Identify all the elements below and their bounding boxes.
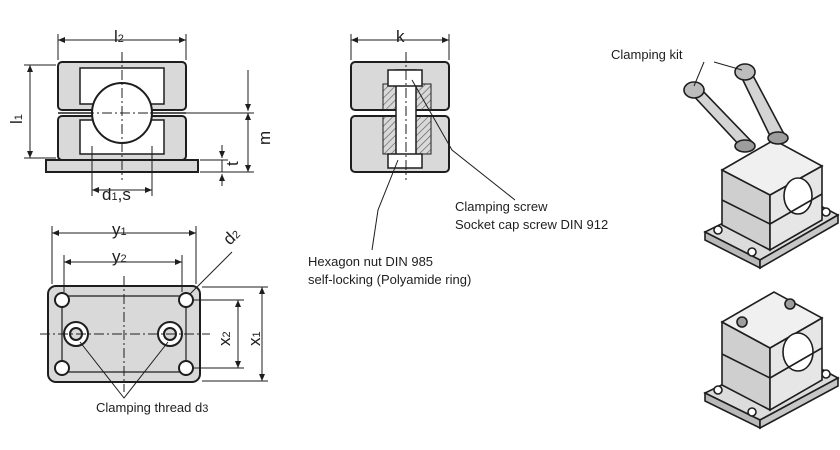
dimension-x2-sub: 2 [221, 331, 233, 338]
dimension-l2-base: l [114, 27, 118, 46]
callout-hex-nut-line1: Hexagon nut DIN 985 [308, 254, 434, 269]
callout-clamping-screw-line1: Clamping screw [455, 199, 548, 214]
dimension-d1-sub: 1 [111, 191, 118, 203]
clamping-kit-leaders [693, 61, 743, 87]
dimension-y1-sub: 1 [120, 226, 127, 238]
iso-view-plain [703, 291, 840, 430]
dimension-k: k [396, 28, 405, 45]
dimension-t: t [223, 161, 242, 166]
dimension-x1: x1 [245, 331, 264, 347]
dimension-k-text: k [396, 27, 405, 46]
callout-clamping-kit: Clamping kit [611, 47, 683, 62]
dimension-l1-base: l [7, 120, 26, 124]
dimension-d1-base: d [102, 185, 112, 204]
dimension-l1-sub: 1 [13, 114, 25, 121]
dimension-x1-base: x [245, 337, 264, 347]
dimension-m-text: m [255, 130, 274, 145]
callout-clamping-thread-text: Clamping thread d [96, 400, 203, 415]
top-view [40, 276, 210, 392]
top-view-dimensions [51, 226, 268, 399]
section-view-dimensions [350, 34, 516, 251]
callout-clamping-thread-sub: 3 [202, 403, 209, 415]
dimension-y1-base: y [112, 220, 121, 239]
iso-view-with-clamping-kit [683, 63, 840, 270]
callout-clamping-thread: Clamping thread d3 [96, 401, 208, 415]
dimension-l2: l2 [114, 28, 124, 45]
front-view-dimensions [24, 34, 254, 196]
dimension-m: m [255, 130, 274, 145]
callout-clamping-screw-line2: Socket cap screw DIN 912 [455, 217, 609, 232]
front-view [45, 52, 199, 180]
dimension-l1: l1 [7, 114, 26, 124]
dimension-x2: x2 [215, 331, 234, 347]
callout-hex-nut-line2: self-locking (Polyamide ring) [308, 272, 472, 287]
dimension-y2: y2 [112, 248, 127, 265]
dimension-d1-tail: ,s [117, 185, 131, 204]
dimension-t-text: t [223, 161, 242, 166]
dimension-x2-base: x [215, 337, 234, 347]
dimension-y2-base: y [112, 247, 121, 266]
dimension-x1-sub: 1 [251, 331, 263, 338]
section-view [350, 52, 450, 180]
dimension-l2-sub: 2 [117, 33, 124, 45]
dimension-y1: y1 [112, 221, 127, 238]
dimension-y2-sub: 2 [120, 253, 127, 265]
dimension-d1-s: d1,s [102, 186, 131, 203]
